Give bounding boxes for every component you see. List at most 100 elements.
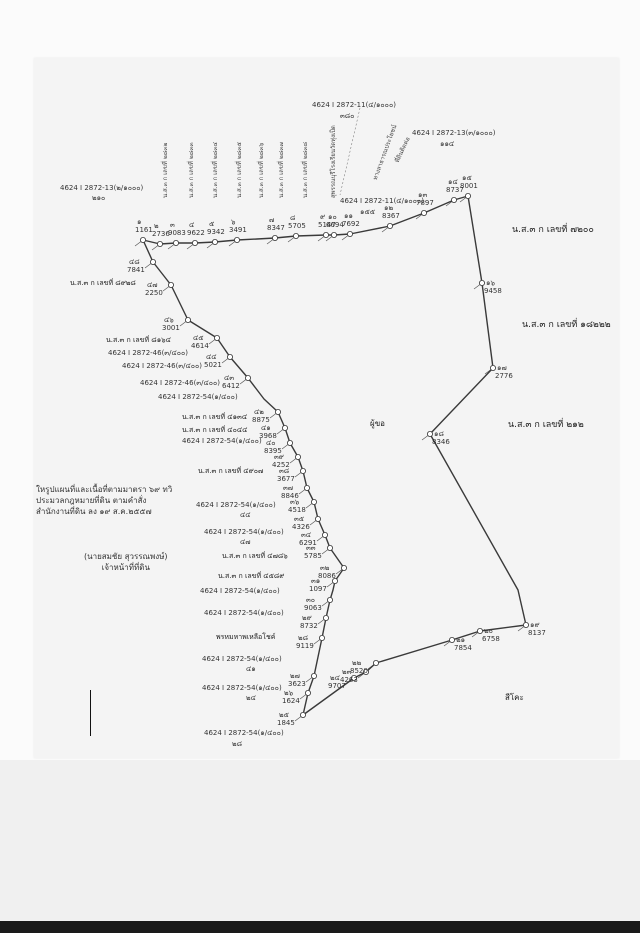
boundary-marker	[156, 240, 163, 247]
top-vertical-label: น.ส.๓ ก เลขที่ ๒๘๓๖	[258, 142, 265, 198]
marker-name: ๔๒	[254, 408, 264, 416]
sheet-ref: 4624 I 2872-13(๓/๑๐๐๐)	[412, 129, 496, 137]
marker-name: ๔๑	[261, 424, 271, 432]
marker-number: 5147	[318, 221, 336, 229]
marker-number: 1097	[309, 585, 327, 593]
sheet-ref: 4624 I 2872-46(๓/๔๐๐)	[122, 362, 203, 370]
marker-name: ๔๘	[129, 258, 140, 266]
marker-number: 7897	[416, 199, 434, 207]
marker-number: 6758	[482, 635, 500, 643]
marker-name: ๓๗	[283, 484, 294, 492]
sheet-ref-number: ๓๘๐	[340, 112, 355, 120]
marker-number: 8737	[446, 186, 464, 194]
left-parcel-label: น.ส.๓ ก เลขที่ ๔๕๘๙	[218, 572, 285, 580]
marker-name: ๔๖	[164, 316, 174, 324]
marker-name: ๖	[231, 218, 236, 226]
boundary-marker	[386, 222, 393, 229]
paper-sheet	[34, 58, 619, 758]
boundary-marker	[318, 635, 325, 642]
left-parcel-label: น.ส.๓ ก เลขที่ ๔๙๐๗	[198, 467, 264, 475]
marker-number: 3968	[259, 432, 277, 440]
boundary-marker	[294, 453, 301, 460]
marker-name: ๒๙	[302, 614, 312, 622]
left-parcel-label: น.ส.๓ ก เลขที่ ๔๗๘๖	[222, 552, 288, 560]
boundary-marker	[292, 232, 299, 239]
marker-number: 7692	[342, 220, 360, 228]
marker-name: ๑๑	[344, 212, 353, 220]
marker-name: ๒๕	[279, 711, 289, 719]
boundary-marker	[314, 516, 321, 523]
marker-number: 5705	[288, 222, 306, 230]
marker-number: 9707	[328, 682, 346, 690]
marker-name: ๓๑	[311, 577, 321, 585]
sheet-ref-number: ๔๗	[240, 538, 251, 546]
boundary-marker	[139, 236, 146, 243]
marker-name: ๓๘	[279, 467, 290, 475]
marker-number: 8846	[281, 492, 299, 500]
marker-number: 8875	[252, 416, 270, 424]
boundary-marker	[281, 424, 288, 431]
reference-line	[339, 107, 361, 196]
signer-title: เจ้าหน้าที่ที่ดิน	[101, 563, 150, 572]
marker-number: 1161	[135, 226, 153, 234]
marker-name: ๑๙	[530, 621, 540, 629]
marker-name: ๒๖	[284, 689, 294, 697]
marker-number: 8367	[382, 212, 400, 220]
marker-name: ๑	[137, 218, 142, 226]
left-parcel-label: น.ส.๓ ก เลขที่ ๘๑๖๔	[106, 336, 171, 344]
marker-name: ๓๕	[294, 515, 305, 523]
marker-name: ๔	[189, 221, 195, 229]
signer-name: (นายสมชัย สุวรรณพงษ์)	[84, 552, 168, 561]
marker-name: ๓๒	[320, 564, 330, 572]
boundary-marker	[478, 279, 485, 286]
marker-name: ๑๗	[497, 364, 507, 372]
boundary-marker	[350, 675, 357, 682]
marker-name: ๘	[290, 214, 296, 222]
marker-number: 9622	[187, 229, 205, 237]
sheet-ref-number: ๔๔	[240, 511, 251, 519]
right-parcel-label: น.ส.๓ ก เลขที่ ๗๒๐๐	[512, 225, 594, 235]
marker-number: 6291	[299, 539, 317, 547]
note-line: ใหรูปแผนที่และเนื้อที่ตามมาตรา ๖๙ ทวิ	[36, 485, 173, 494]
marker-number: 8732	[300, 622, 318, 630]
marker-name: ๙	[320, 213, 326, 221]
signature-block: (นายสมชัย สุวรรณพงษ์) เจ้าหน้าที่ที่ดิน	[84, 551, 168, 573]
marker-number: 4252	[272, 461, 290, 469]
right-parcel-label: น.ส.๓ ก เลขที่ ๑๘๒๒๒	[522, 320, 611, 330]
marker-name: ๓	[170, 221, 175, 229]
sheet-ref: 4624 I 2872-54(๑/๔๐๐)	[204, 528, 284, 536]
marker-number: 7854	[454, 644, 472, 652]
marker-number: 1624	[282, 697, 300, 705]
boundary-marker	[184, 316, 191, 323]
sheet-ref-number: ๒๔	[246, 694, 256, 702]
boundary-marker	[244, 374, 251, 381]
boundary-marker	[331, 578, 338, 585]
boundary-marker	[523, 622, 530, 629]
marker-name: ๒๓	[342, 668, 352, 676]
marker-number: 8347	[267, 224, 285, 232]
left-parcel-label: น.ส.๓ ก เลขที่ ๘๙๒๘	[70, 279, 136, 287]
note-line: สำนักงานที่ดิน ลง ๑๙ ส.ค.๒๕๕๗	[36, 507, 152, 516]
boundary-marker	[213, 334, 220, 341]
marker-name: ๕	[209, 220, 215, 228]
marker-name: ๗	[269, 216, 275, 224]
interior-label: สีโคะ	[505, 693, 524, 702]
marker-number: 2776	[495, 372, 513, 380]
marker-name: ๒๒	[352, 659, 362, 667]
bottom-dark-edge	[0, 921, 640, 933]
marker-number: 4326	[292, 523, 310, 531]
boundary-marker	[372, 660, 379, 667]
boundary-marker	[211, 238, 218, 245]
marker-name: ๓๔	[301, 531, 312, 539]
boundary-marker	[330, 231, 337, 238]
boundary-marker	[426, 430, 433, 437]
boundary-marker	[464, 192, 471, 199]
marker-name: ๓๓	[306, 544, 316, 552]
marker-number: 6694	[326, 221, 344, 229]
marker-number: 5021	[204, 361, 222, 369]
marker-number: 7841	[127, 266, 145, 274]
marker-number: 2250	[145, 289, 163, 297]
top-vertical-label: น.ส.๓ ก เลขที่ ๒๘๓๓	[188, 142, 195, 198]
sheet-ref: 4624 I 2872-11(๔/๑๐๐๐)	[312, 101, 396, 109]
